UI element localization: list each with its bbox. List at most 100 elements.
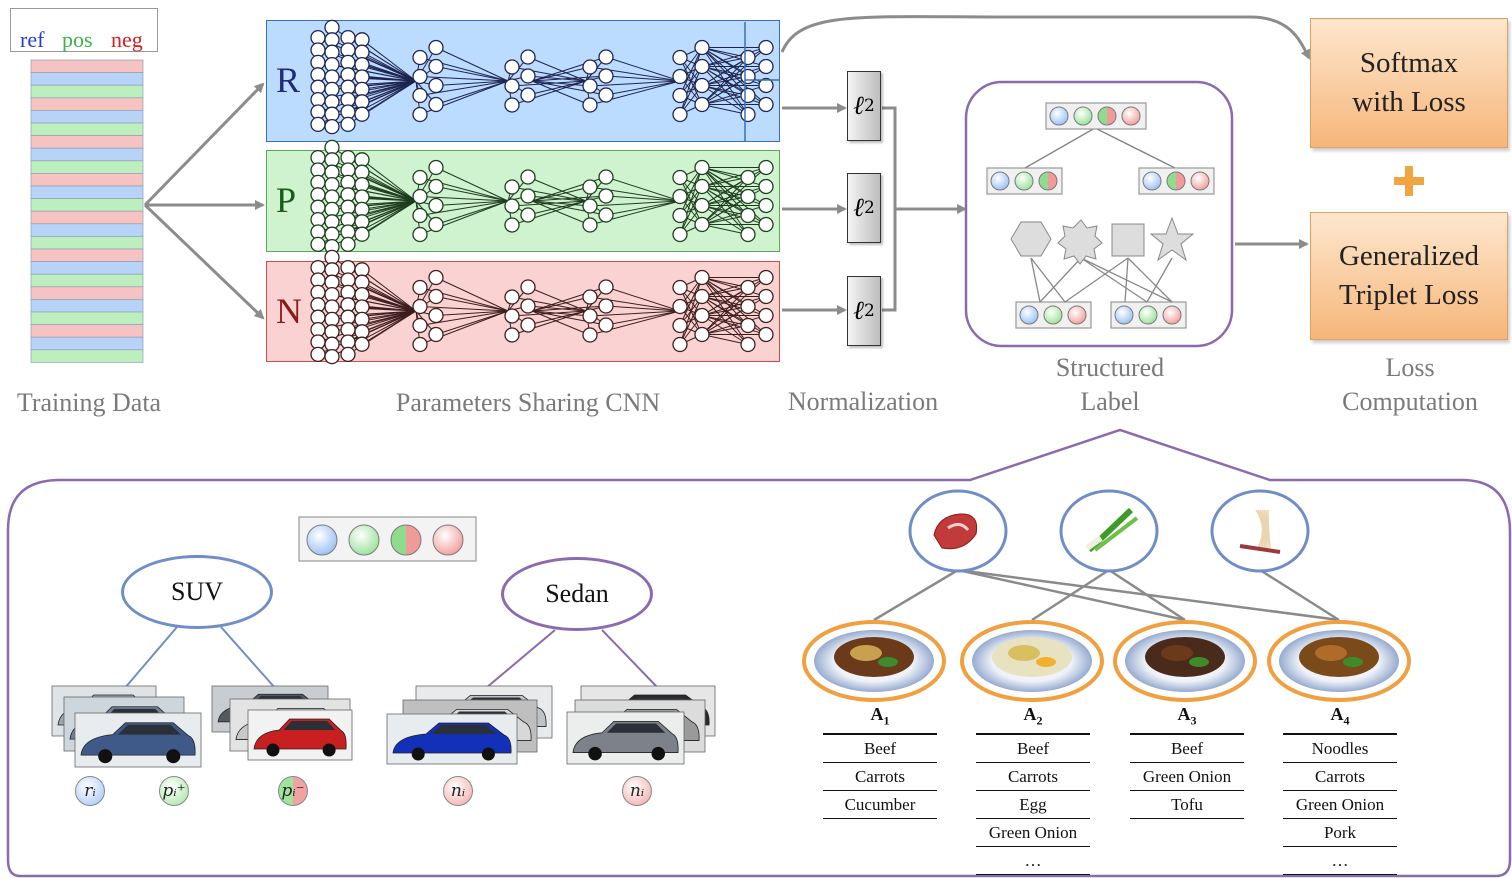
badge-neg: nᵢ: [622, 776, 652, 806]
node-neg: [1121, 106, 1141, 126]
l2-symbol: ℓ: [853, 296, 864, 326]
node-neg: [1162, 305, 1182, 325]
edge: [123, 626, 178, 690]
node-neg: [1190, 171, 1210, 191]
ingredient-row: Beef: [1130, 735, 1244, 763]
node-ref: [1114, 305, 1134, 325]
car-window: [606, 723, 666, 733]
badge-mixed: pᵢ⁻: [278, 776, 308, 806]
cnn-label: Parameters Sharing CNN: [395, 388, 661, 417]
loss-computation-label: Loss Computation: [1342, 353, 1478, 416]
ingredient-row: Beef: [823, 735, 937, 763]
triplet-loss-box: Generalized Triplet Loss: [1310, 212, 1508, 340]
meat: [933, 513, 978, 550]
ingredient-row: Green Onion: [976, 819, 1090, 847]
dish-1: [802, 620, 946, 702]
noodle: [1263, 509, 1268, 549]
green-onion-icon: [1059, 489, 1159, 573]
ingredient-row: Green Onion: [1130, 763, 1244, 791]
dish-4: [1267, 620, 1411, 702]
node-mixed: [1097, 106, 1117, 126]
training-sample-neg: [30, 97, 144, 111]
car-window: [431, 725, 497, 734]
wheel: [481, 747, 495, 761]
gear-shape-icon: [1057, 219, 1103, 265]
plus-icon: [1394, 166, 1424, 196]
bulb: [1085, 535, 1103, 551]
badge-pos: pᵢ⁺: [159, 776, 189, 806]
wheel: [166, 749, 181, 764]
node-neg: [1067, 305, 1087, 325]
node-pos: [1138, 305, 1158, 325]
training-sample-ref: [30, 261, 144, 275]
training-data-stack: [30, 59, 144, 363]
garnish: [1189, 657, 1209, 667]
node-pos: [1043, 305, 1063, 325]
legend-node-pos: [348, 524, 380, 556]
node-pos: [1014, 171, 1034, 191]
noodle: [1265, 509, 1269, 549]
sedan-category: Sedan: [501, 557, 653, 631]
ingredient-edge: [1259, 568, 1340, 622]
structured-label-box: [964, 80, 1234, 348]
node-pos: [1073, 106, 1093, 126]
ingredient-row: Egg: [976, 791, 1090, 819]
ingredient-row: Pork: [1283, 819, 1397, 847]
hexagon-icon: [1010, 221, 1052, 257]
training-sample-pos: [30, 84, 144, 99]
recipe-index: 1: [883, 713, 890, 728]
edge: [1024, 127, 1096, 169]
training-sample-neg: [30, 324, 144, 338]
food-detail: [1161, 645, 1193, 661]
network-box-n: [266, 261, 780, 362]
square-icon: [1111, 223, 1145, 257]
food-detail: [1008, 645, 1040, 661]
hierarchy: [986, 102, 1215, 329]
ingredient-row: Noodles: [1283, 735, 1397, 763]
noodle: [1257, 509, 1265, 549]
noodle: [1267, 509, 1271, 549]
stalk: [1093, 516, 1139, 552]
car-photo-neg: [566, 711, 685, 765]
recipe-index: 2: [1036, 713, 1043, 728]
legend-pos: pos: [62, 27, 93, 52]
recipe-letter: A: [1177, 704, 1191, 724]
food-detail: [1315, 645, 1347, 661]
garnish: [1343, 657, 1363, 667]
training-sample-ref: [30, 72, 144, 86]
node-ref: [990, 171, 1010, 191]
training-sample-neg: [30, 248, 144, 262]
ingredient-row: Carrots: [823, 763, 937, 791]
training-sample-pos: [30, 122, 144, 136]
attribute-shapes: [1010, 216, 1195, 303]
wheel: [266, 743, 280, 757]
noodle: [1255, 509, 1264, 549]
edge: [1127, 257, 1173, 303]
recipe-index: 4: [1343, 713, 1350, 728]
ingredient-row: Carrots: [976, 763, 1090, 791]
car-photo-neg: [386, 713, 518, 765]
arrow-to-softmax: [780, 15, 1311, 60]
network-box-r: [266, 20, 780, 142]
training-sample-ref: [30, 336, 144, 351]
recipe-title: A1: [823, 702, 937, 735]
normalization-label: Normalization: [787, 387, 939, 416]
recipe-letter: A: [1330, 704, 1344, 724]
edge: [601, 629, 659, 689]
norm-bracket: [882, 106, 897, 312]
training-sample-neg: [30, 59, 144, 73]
arrow-to-n: [143, 203, 265, 320]
legend-node-ref: [306, 524, 338, 556]
training-sample-ref: [30, 223, 144, 237]
training-sample-neg: [30, 210, 144, 225]
training-sample-pos: [30, 273, 144, 288]
training-sample-ref: [30, 147, 144, 162]
ingredient-row: Green Onion: [1283, 791, 1397, 819]
detail-panel: [6, 428, 1512, 878]
